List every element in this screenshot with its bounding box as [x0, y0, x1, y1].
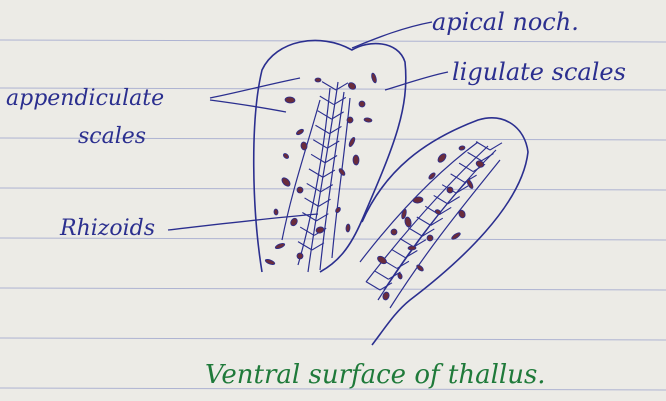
ligulate-stroke: [408, 228, 422, 236]
leader-appendiculate-1: [210, 78, 300, 98]
ligulate-stroke: [391, 249, 405, 257]
appendiculate-scale: [404, 216, 412, 227]
appendiculate-scale: [346, 224, 351, 232]
ruled-line: [0, 288, 666, 290]
appendiculate-scale: [296, 186, 303, 193]
label-rhizoids: Rhizoids: [60, 218, 155, 240]
appendiculate-scale: [335, 206, 342, 213]
caption-ventral-surface: Ventral surface of thallus.: [205, 362, 546, 388]
appendiculate-scale: [338, 168, 346, 177]
ligulate-stroke: [307, 183, 321, 191]
ligulate-stroke: [459, 163, 473, 171]
appendiculate-scale: [275, 242, 286, 249]
ligulate-stroke: [417, 217, 431, 225]
appendiculate-scale: [348, 137, 356, 148]
appendiculate-scale: [358, 100, 366, 108]
thallus-lobe-left: [254, 40, 406, 272]
appendiculate-scale: [280, 176, 291, 187]
label-appendiculate-line1: appendiculate: [6, 88, 164, 110]
ligulate-stroke: [374, 271, 388, 279]
ligulate-stroke: [309, 169, 323, 177]
appendiculate-scale: [428, 172, 437, 180]
appendiculate-scale: [274, 209, 279, 215]
leader-appendiculate-2: [210, 100, 286, 112]
ligulate-stroke: [321, 185, 333, 192]
appendiculate-scale: [397, 273, 403, 280]
appendiculate-scale: [289, 217, 298, 227]
ligulate-stroke: [482, 154, 494, 161]
ligulate-stroke: [476, 142, 490, 150]
label-ligulate-scales: ligulate scales: [452, 60, 626, 84]
appendiculate-scale: [413, 196, 424, 203]
appendiculate-scale: [282, 153, 289, 160]
appendiculate-scale: [315, 226, 324, 234]
appendiculate-scale: [447, 187, 454, 194]
ligulate-stroke: [305, 198, 319, 206]
appendiculate-scale: [408, 246, 416, 250]
ligulate-stroke: [315, 125, 329, 133]
label-appendiculate-line2: scales: [78, 126, 146, 148]
rhizoid-bundle: [282, 82, 500, 308]
appendiculate-scale: [459, 145, 466, 150]
appendiculate-scale: [296, 252, 304, 260]
thallus-lobe-right: [362, 118, 528, 345]
ruled-line: [0, 338, 666, 340]
appendiculate-scale: [315, 78, 321, 82]
ligulate-stroke: [311, 154, 325, 162]
appendiculate-scale: [434, 209, 441, 215]
appendiculate-scale: [296, 128, 305, 136]
appendiculate-scale: [416, 264, 425, 272]
label-apical-notch: apical noch.: [432, 10, 579, 34]
ligulate-stroke: [320, 96, 334, 104]
appendiculate-scale: [390, 228, 398, 236]
appendiculate-scale: [436, 152, 447, 163]
ligulate-stroke: [298, 242, 312, 250]
appendiculate-scale: [300, 142, 307, 151]
ligulate-stroke: [318, 111, 332, 119]
ligulate-stroke: [490, 143, 502, 150]
appendiculate-scale: [475, 160, 485, 169]
ruled-line: [0, 188, 666, 190]
leader-ligulate-scales: [385, 72, 448, 90]
ligulate-stroke: [313, 140, 327, 148]
appendiculate-scale: [364, 117, 373, 122]
appendiculate-scale: [353, 155, 359, 165]
appendiculate-scale: [371, 73, 378, 84]
appendiculate-scale: [466, 179, 474, 190]
appendiculate-scale: [427, 235, 433, 241]
appendiculate-scale: [265, 258, 276, 265]
ligulate-stroke: [323, 170, 335, 177]
appendiculate-scale: [285, 97, 295, 104]
